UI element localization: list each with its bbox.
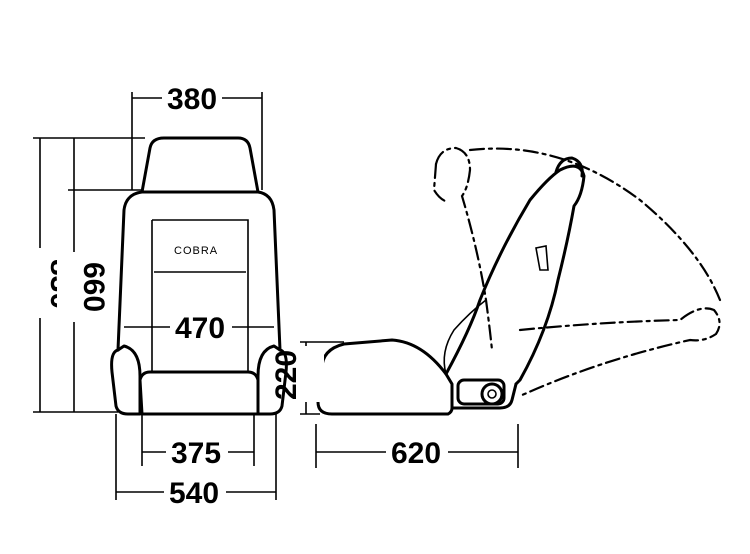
front-right-bolster — [256, 344, 288, 416]
dim-seat-depth-label: 620 — [391, 437, 441, 470]
dim-base-width-label: 540 — [169, 477, 219, 510]
side-backrest — [444, 164, 586, 386]
side-ghost-reclined-back — [518, 307, 721, 398]
dim-top-width-label: 380 — [167, 83, 217, 116]
recline-arc — [468, 147, 722, 302]
recline-knob — [456, 378, 506, 406]
side-view — [316, 146, 722, 416]
front-seat-cushion — [138, 370, 260, 416]
front-back-panel — [151, 219, 249, 372]
front-headrest-outline — [140, 136, 260, 194]
dim-shoulder-width-label: 470 — [175, 312, 225, 345]
dim-back-height-label: 660 — [77, 262, 110, 312]
side-ghost-forward-back — [434, 146, 494, 352]
front-view: COBRA — [110, 136, 288, 416]
side-dimensions: 220 620 — [270, 341, 519, 470]
side-headrest — [554, 156, 584, 178]
brand-label: COBRA — [174, 245, 218, 257]
front-left-bolster — [110, 344, 142, 416]
front-dimensions: 380 830 660 470 375 540 — [22, 82, 277, 510]
dim-cushion-width-label: 375 — [171, 437, 221, 470]
dim-cushion-height-label: 220 — [270, 350, 303, 400]
front-backrest-outline — [116, 190, 282, 352]
side-bolster-line — [443, 299, 487, 375]
side-seat-cushion — [316, 338, 518, 416]
